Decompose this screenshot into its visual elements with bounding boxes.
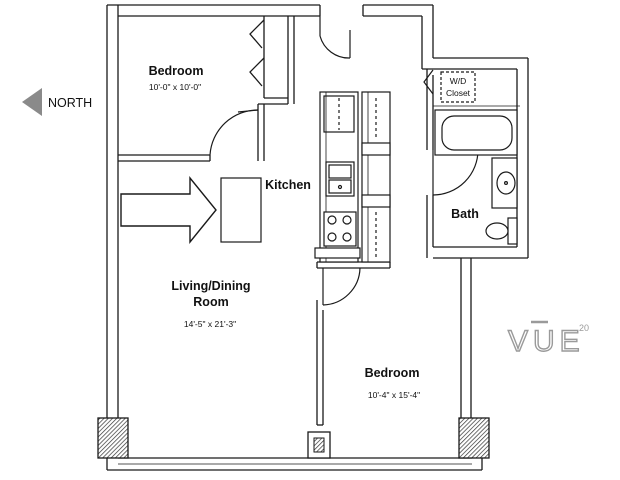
north-arrow-icon	[22, 88, 42, 116]
kitchen-name: Kitchen	[265, 178, 311, 192]
svg-text:VUE: VUE	[508, 325, 585, 358]
living-dining-name-1: Living/Dining	[171, 279, 250, 293]
bedroom-top-name: Bedroom	[149, 64, 204, 78]
wd-closet	[423, 69, 476, 103]
entry-arrow-icon	[120, 176, 217, 244]
door-swings	[209, 16, 479, 306]
bedroom-main-size: 10'-4" x 15'-4"	[368, 390, 420, 400]
toilet	[485, 222, 509, 240]
bedroom-top-size: 10'-0" x 10'-0"	[149, 82, 201, 92]
north-compass: NORTH	[22, 88, 92, 116]
column-left	[97, 417, 129, 459]
svg-text:NORTH: NORTH	[48, 96, 92, 110]
column-right	[458, 417, 490, 459]
closet-label: Closet	[446, 88, 471, 98]
svg-text:20: 20	[579, 323, 589, 333]
vue-logo: VUE 20	[507, 320, 589, 359]
bath-fixtures	[433, 105, 520, 245]
kitchen-island	[220, 177, 262, 243]
kitchen-counters	[314, 91, 391, 263]
living-dining-name-2: Room	[193, 295, 228, 309]
bedroom-main-name: Bedroom	[365, 366, 420, 380]
bath-name: Bath	[451, 207, 479, 221]
wd-label: W/D	[450, 76, 467, 86]
living-dining-size: 14'-5" x 21'-3"	[184, 319, 236, 329]
